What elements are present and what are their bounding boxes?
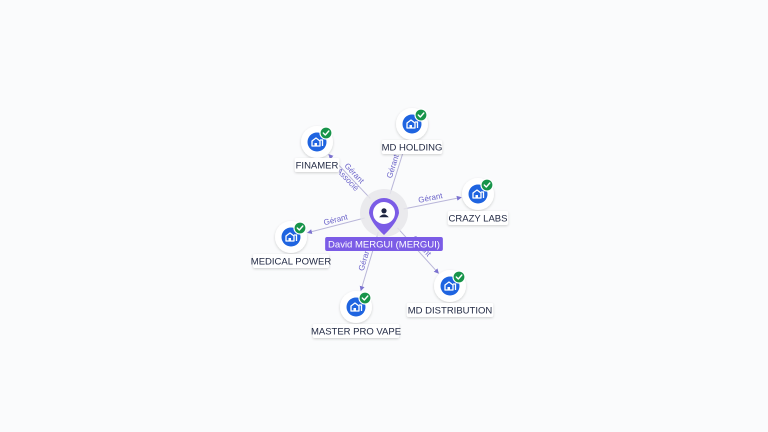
company-node[interactable]: MD DISTRIBUTION	[406, 270, 494, 317]
company-label: MD DISTRIBUTION	[408, 306, 493, 317]
company-label-bg	[253, 254, 329, 268]
person-icon	[379, 208, 389, 218]
person-label-bg	[325, 237, 443, 251]
verified-check-icon	[452, 270, 466, 284]
company-label-bg	[294, 158, 340, 172]
edge-3: Gérant	[403, 191, 462, 210]
verified-check-icon	[480, 178, 494, 192]
company-node[interactable]: CRAZY LABS	[447, 178, 509, 225]
verified-check-icon	[414, 108, 428, 122]
verified-check-icon	[293, 221, 307, 235]
company-label-bg	[447, 211, 509, 225]
company-node[interactable]: FINAMER	[294, 126, 340, 172]
edge-label: GérantAssocié	[335, 160, 368, 193]
company-label-bg	[312, 324, 400, 338]
company-label: FINAMER	[296, 161, 339, 172]
company-node[interactable]: MD HOLDING	[382, 108, 443, 154]
edge-line	[403, 195, 462, 210]
verified-check-icon	[358, 291, 372, 305]
person-label: David MERGUI (MERGUI)	[328, 240, 440, 251]
company-label-bg	[381, 140, 443, 154]
edge-4: Gérant	[306, 212, 365, 235]
company-label: MD HOLDING	[382, 143, 443, 154]
company-label: MEDICAL POWER	[251, 257, 332, 268]
company-label-bg	[406, 303, 494, 317]
edge-label: Gérant	[418, 191, 445, 205]
edge-line	[306, 217, 365, 235]
verified-check-icon	[319, 126, 333, 140]
nodes-layer: FINAMER MD HOLDING CRAZY LABS MEDICAL POWER…	[251, 108, 509, 338]
company-node[interactable]: MASTER PRO VAPE	[311, 291, 401, 338]
company-node[interactable]: MEDICAL POWER	[251, 221, 332, 268]
company-label: MASTER PRO VAPE	[311, 327, 401, 338]
company-label: CRAZY LABS	[449, 214, 508, 225]
person-node[interactable]: David MERGUI (MERGUI)	[325, 189, 443, 251]
